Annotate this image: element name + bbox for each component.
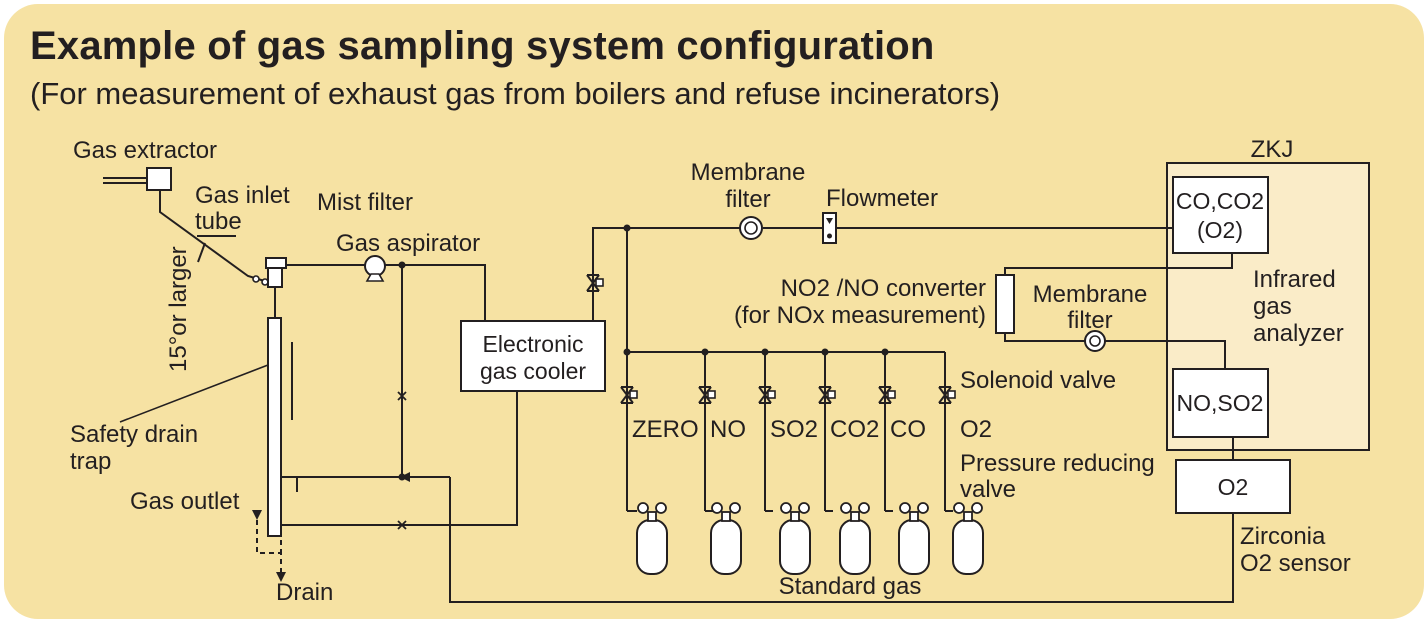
solenoid-valve-o2 — [938, 386, 956, 404]
cylinder-o2 — [952, 502, 984, 575]
label-electronic-gas-cooler: Electronic — [483, 331, 584, 357]
solenoid-valve-zero — [620, 386, 638, 404]
cylinder-co2 — [839, 502, 871, 575]
label-safety-drain-trap: Safety drain — [70, 421, 198, 448]
label-membrane-filter-top: Membrane — [691, 159, 806, 186]
membrane-filter-top — [739, 216, 763, 240]
gas-label-no: NO — [710, 416, 746, 443]
label-standard-gas: Standard gas — [779, 573, 922, 600]
flowmeter — [822, 212, 837, 244]
junctions — [398, 224, 889, 481]
label-gas-outlet: Gas outlet — [130, 488, 240, 515]
label-gas-inlet-tube-2: tube — [195, 208, 242, 235]
label-solenoid-valve: Solenoid valve — [960, 367, 1116, 394]
no2-no-converter — [995, 274, 1015, 334]
label-membrane-filter-right: Membrane — [1033, 281, 1148, 308]
gas-aspirator — [364, 255, 386, 282]
cylinder-no — [710, 502, 742, 575]
gas-label-o2: O2 — [960, 416, 992, 443]
page-title: Example of gas sampling system configura… — [30, 24, 935, 68]
label-pressure-reducing-valve: Pressure reducing — [960, 450, 1155, 477]
page-subtitle: (For measurement of exhaust gas from boi… — [30, 76, 1001, 111]
label-analyzer-top: CO,CO2 — [1176, 188, 1264, 214]
label-gas-aspirator: Gas aspirator — [336, 230, 480, 257]
no-so2-analyzer-box — [1172, 368, 1269, 438]
label-membrane-filter-right-2: filter — [1067, 307, 1112, 334]
label-gas-extractor: Gas extractor — [73, 137, 217, 164]
label-mist-filter: Mist filter — [317, 189, 413, 216]
label-safety-drain-trap-2: trap — [70, 448, 111, 475]
check-marks — [397, 391, 407, 530]
label-infrared-2: gas — [1253, 293, 1292, 320]
label-electronic-gas-cooler-2: gas cooler — [480, 358, 586, 384]
gas-label-co: CO — [890, 416, 926, 443]
cylinder-co — [898, 502, 930, 575]
label-zirconia-2: O2 sensor — [1240, 550, 1351, 577]
safety-drain-trap — [267, 317, 293, 537]
gas-label-zero: ZERO — [632, 416, 699, 443]
solenoid-valve-co2 — [818, 386, 836, 404]
label-zkj: ZKJ — [1251, 136, 1294, 163]
gas-label-co2: CO2 — [830, 416, 879, 443]
piping — [103, 177, 1234, 603]
label-drain: Drain — [276, 579, 333, 606]
label-converter: NO2 /NO converter — [781, 275, 986, 302]
label-membrane-filter-top-2: filter — [725, 186, 770, 213]
label-gas-inlet-tube: Gas inlet — [195, 182, 290, 209]
label-angle: 15°or larger — [165, 246, 192, 372]
label-infrared: Infrared — [1253, 266, 1336, 293]
label-analyzer-bottom: NO,SO2 — [1177, 390, 1264, 416]
label-infrared-3: analyzer — [1253, 320, 1344, 347]
label-analyzer-top-2: (O2) — [1197, 217, 1243, 243]
label-o2-box: O2 — [1218, 474, 1249, 500]
label-pressure-reducing-valve-2: valve — [960, 476, 1016, 503]
valve-cooler-line — [586, 274, 604, 292]
electronic-gas-cooler — [460, 320, 606, 392]
mist-filter — [265, 257, 287, 288]
label-flowmeter: Flowmeter — [826, 185, 938, 212]
label-converter-2: (for NOx measurement) — [734, 302, 986, 329]
solenoid-valve-co — [878, 386, 896, 404]
gas-extractor — [146, 167, 172, 191]
membrane-filter-right — [1084, 330, 1106, 352]
co-co2-analyzer-box — [1172, 176, 1269, 254]
cylinder-so2 — [779, 502, 811, 575]
solenoid-valve-no — [698, 386, 716, 404]
cylinder-zero — [636, 502, 668, 575]
label-zirconia: Zirconia — [1240, 523, 1326, 550]
gas-label-so2: SO2 — [770, 416, 818, 443]
solenoid-valve-so2 — [758, 386, 776, 404]
